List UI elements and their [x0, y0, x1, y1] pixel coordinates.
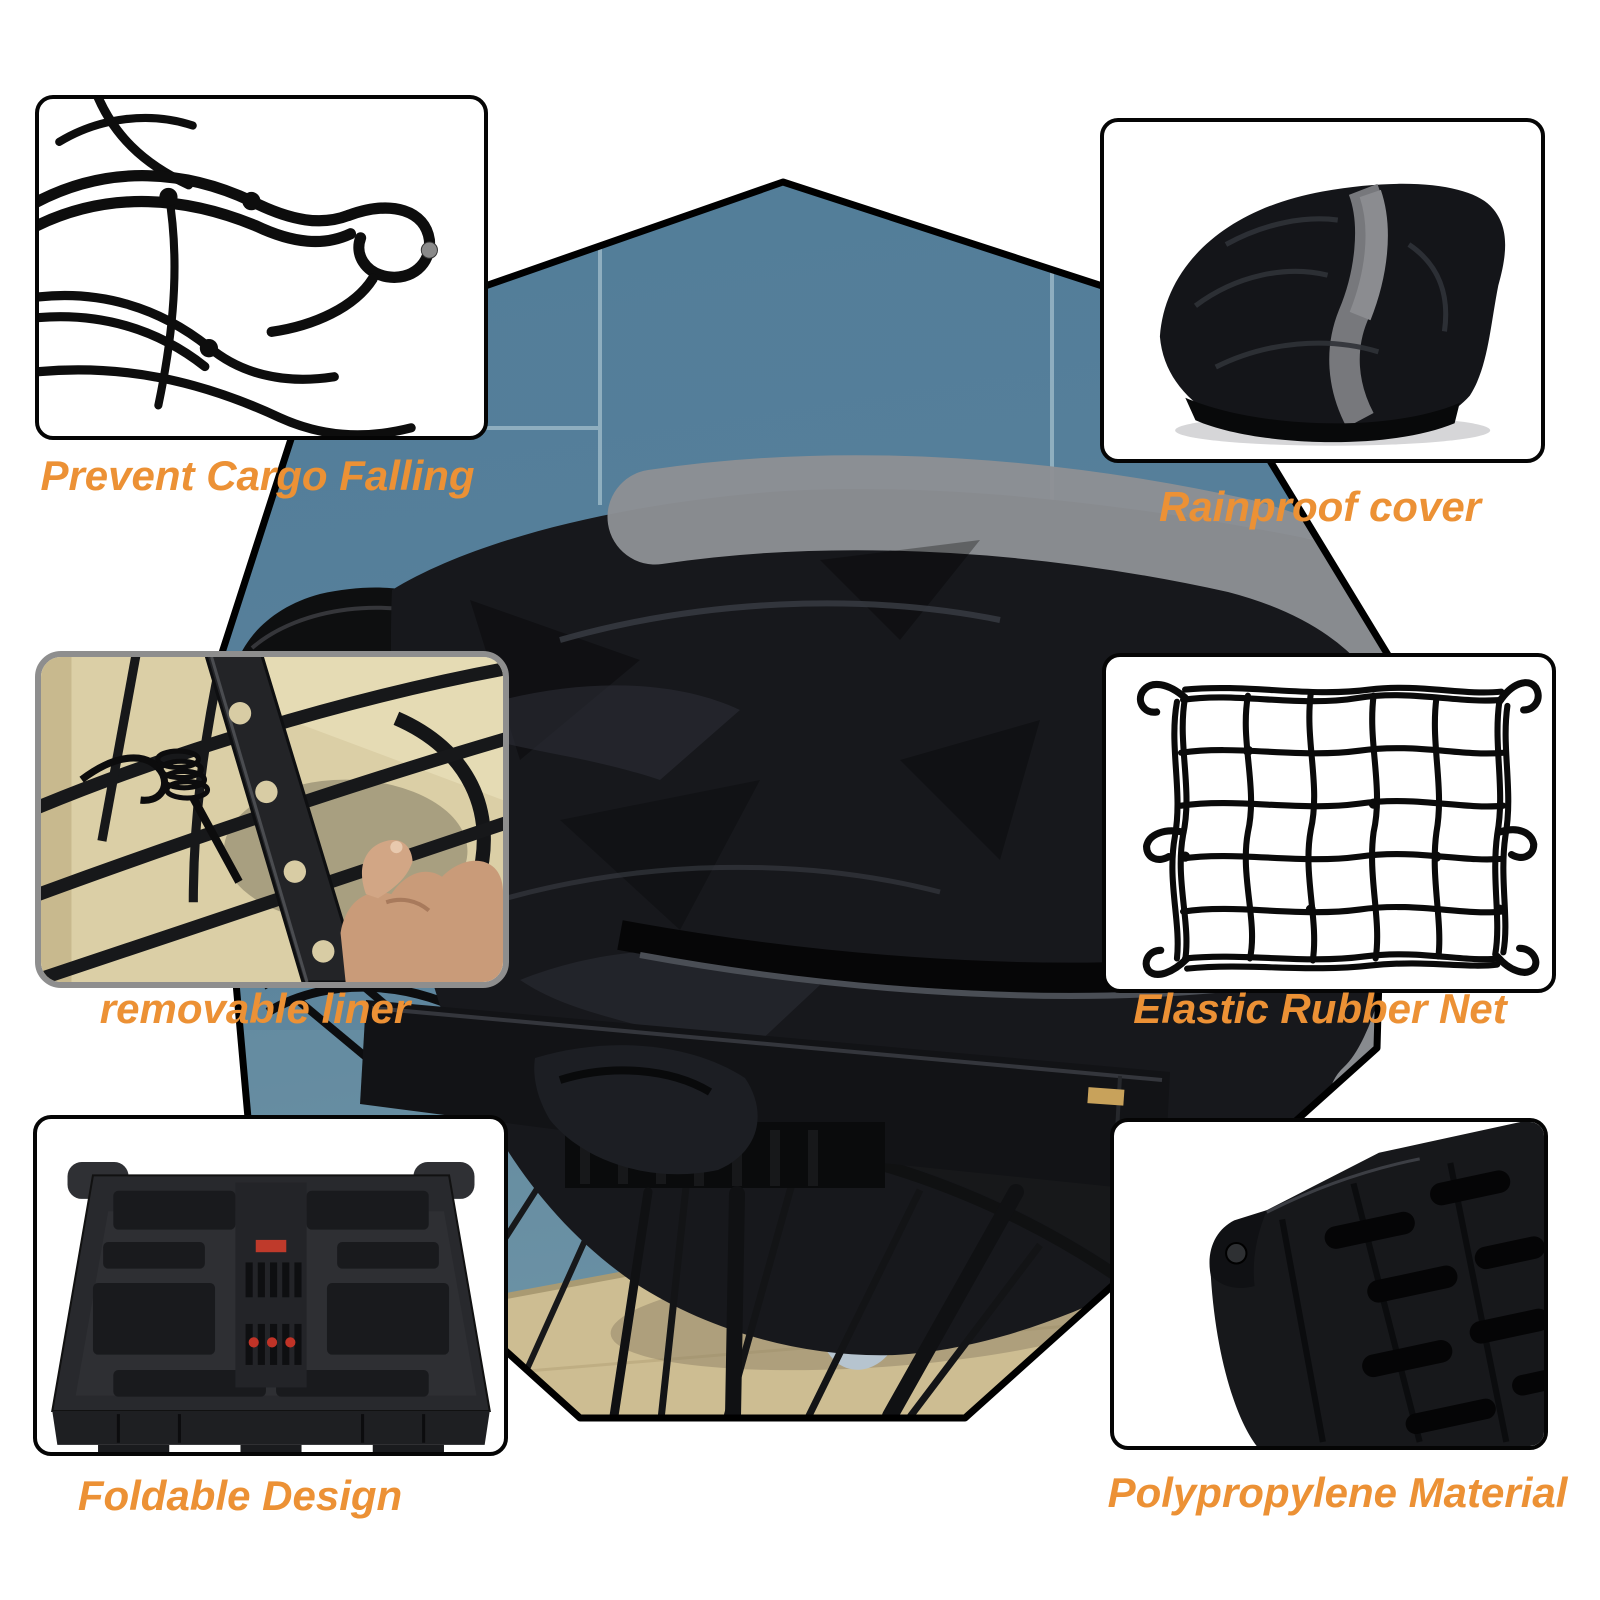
caption-rainproof-cover: Rainproof cover: [1158, 483, 1482, 530]
cover-drape: [534, 1045, 758, 1175]
rack-tube: [393, 711, 491, 884]
rainproof-cover-illustration: [1159, 183, 1506, 446]
caption-removable-liner: removable liner: [99, 985, 411, 1032]
strap-buckle: [1087, 1087, 1125, 1106]
bungee-hook-photo: [35, 95, 488, 440]
polypropylene-illustration: [1209, 1122, 1544, 1446]
net-hooks: [1136, 679, 1542, 978]
metal-strip: [204, 657, 363, 982]
bungee-hook-illustration: [39, 99, 438, 436]
rack-platform: [360, 1000, 1170, 1192]
rainproof-cover-photo: [1100, 118, 1545, 463]
rivet: [1225, 1241, 1248, 1265]
caption-elastic-rubber-net: Elastic Rubber Net: [1133, 985, 1507, 1032]
caption-foldable-design: Foldable Design: [77, 1472, 403, 1519]
spring-coil: [79, 748, 243, 884]
polypropylene-closeup-photo: [1110, 1118, 1548, 1450]
net-cords: [1169, 684, 1512, 972]
hook-metal-tip: [420, 241, 438, 259]
drawcord: [639, 952, 1216, 999]
folded-crate-photo: [33, 1115, 508, 1456]
rack-struts: [609, 1184, 1024, 1418]
reflective-stripe: [607, 455, 1388, 1150]
removable-liner-photo: [35, 651, 509, 988]
removable-liner-illustration: [41, 657, 503, 982]
elastic-rubber-net-photo: [1102, 653, 1556, 993]
cover-base: [1185, 397, 1460, 443]
vent-slots: [1324, 1170, 1544, 1435]
caption-polypropylene-material: Polypropylene Material: [1107, 1469, 1568, 1516]
red-latch: [255, 1239, 287, 1253]
photo-polygon-border: [206, 178, 1392, 1422]
recessed-panels: [92, 1190, 450, 1397]
folded-crate-illustration: [51, 1162, 491, 1452]
caption-prevent-cargo-falling: Prevent Cargo Falling: [40, 452, 475, 499]
elastic-net-illustration: [1136, 679, 1542, 978]
hand: [340, 839, 503, 982]
